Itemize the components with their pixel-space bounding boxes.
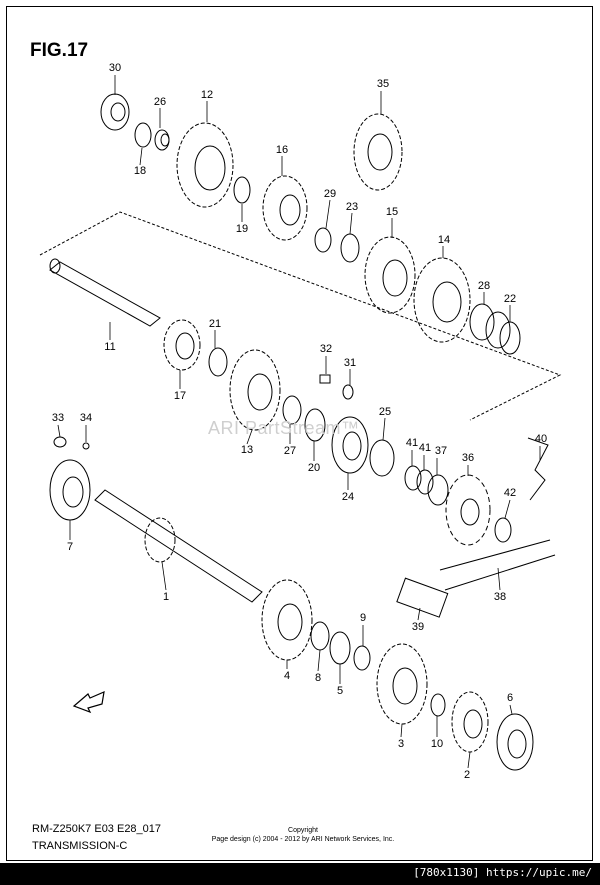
part-27-bushing [282, 395, 302, 425]
callout-16[interactable]: 16 [275, 144, 289, 156]
callout-17[interactable]: 17 [173, 390, 187, 402]
callout-41b[interactable]: 41 [418, 442, 432, 454]
callout-34[interactable]: 34 [79, 412, 93, 424]
callout-42[interactable]: 42 [503, 487, 517, 499]
callout-13[interactable]: 13 [240, 444, 254, 456]
part-15-gear [364, 236, 416, 314]
part-12-gear [176, 122, 234, 208]
part-11-shaft [49, 258, 161, 327]
part-28-bushing [469, 303, 511, 349]
callout-19[interactable]: 19 [235, 223, 249, 235]
part-31-washer [342, 384, 354, 400]
callout-36[interactable]: 36 [461, 452, 475, 464]
part-42-circlip [494, 517, 512, 543]
callout-14[interactable]: 14 [437, 234, 451, 246]
part-3-gear [376, 643, 428, 725]
part-25-seal [369, 439, 395, 477]
callout-20[interactable]: 20 [307, 462, 321, 474]
callout-1[interactable]: 1 [162, 591, 170, 603]
part-14-gear [413, 257, 471, 343]
part-40-guide [527, 437, 549, 501]
part-30-bearing [100, 93, 130, 131]
callout-15[interactable]: 15 [385, 206, 399, 218]
callout-6[interactable]: 6 [506, 692, 514, 704]
part-21-washer [208, 347, 228, 377]
callout-23[interactable]: 23 [345, 201, 359, 213]
callout-31[interactable]: 31 [343, 357, 357, 369]
part-5-washer [329, 631, 351, 665]
part-41-oring [404, 465, 434, 495]
callout-18[interactable]: 18 [133, 165, 147, 177]
callout-2[interactable]: 2 [463, 769, 471, 781]
watermark: ARI PartStream™ [208, 418, 360, 438]
part-37-spacer [427, 474, 449, 506]
part-35-gear [353, 113, 403, 191]
part-6-bearing [496, 713, 534, 771]
part-38-chain [439, 539, 556, 591]
part-19-washer [233, 176, 251, 204]
part-29-circlip [314, 227, 332, 253]
callout-29[interactable]: 29 [323, 188, 337, 200]
callout-26[interactable]: 26 [153, 96, 167, 108]
assembly-outline [39, 211, 562, 421]
callout-21[interactable]: 21 [208, 318, 222, 330]
part-8-bushing [310, 621, 330, 651]
part-4-gear [261, 579, 313, 661]
part-23-washer [340, 233, 360, 263]
callout-7[interactable]: 7 [66, 541, 74, 553]
part-1-shaft [94, 489, 263, 603]
part-9-circlip [353, 645, 371, 671]
part-2-gear [451, 691, 489, 753]
part-10-circlip [430, 693, 446, 717]
copyright-line2: Page design (c) 2004 - 2012 by ARI Netwo… [211, 836, 395, 843]
part-20-washer [304, 408, 326, 442]
callout-4[interactable]: 4 [283, 670, 291, 682]
figure-title: FIG.17 [30, 40, 89, 61]
part-18-washer [134, 122, 152, 148]
footer-bar [0, 863, 600, 885]
part-39-link [396, 577, 449, 618]
section-name: TRANSMISSION-C [32, 840, 128, 852]
callout-12[interactable]: 12 [200, 89, 214, 101]
callout-28[interactable]: 28 [477, 280, 491, 292]
callout-41a[interactable]: 41 [405, 437, 419, 449]
part-17-gear [163, 319, 201, 371]
callout-38[interactable]: 38 [493, 591, 507, 603]
callout-5[interactable]: 5 [336, 685, 344, 697]
callout-35[interactable]: 35 [376, 78, 390, 90]
part-7-bearing [49, 459, 91, 521]
part-36-sprocket [445, 474, 491, 546]
part-32-bolt [319, 374, 331, 384]
part-33-pin [53, 436, 67, 448]
diagram-frame [6, 6, 593, 861]
callout-10[interactable]: 10 [430, 738, 444, 750]
copyright-line1: Copyright [288, 827, 318, 834]
part-26-bushing [154, 129, 170, 151]
callout-3[interactable]: 3 [397, 738, 405, 750]
part-16-gear [262, 175, 308, 241]
callout-30[interactable]: 30 [108, 62, 122, 74]
image-size-link[interactable]: [780x1130] https://upic.me/ [413, 866, 592, 879]
callout-25[interactable]: 25 [378, 406, 392, 418]
callout-27[interactable]: 27 [283, 445, 297, 457]
fwd-arrow-icon [72, 691, 105, 714]
callout-37[interactable]: 37 [434, 445, 448, 457]
callout-11[interactable]: 11 [104, 341, 116, 353]
callout-8[interactable]: 8 [314, 672, 322, 684]
part-34-bolt [82, 442, 90, 450]
part-13-gear [229, 349, 281, 431]
callout-40[interactable]: 40 [534, 433, 548, 445]
callout-32[interactable]: 32 [319, 343, 333, 355]
part-24-bearing [331, 416, 369, 474]
callout-9[interactable]: 9 [359, 612, 367, 624]
callout-24[interactable]: 24 [341, 491, 355, 503]
copyright: Copyright Page design (c) 2004 - 2012 by… [203, 826, 403, 844]
callout-33[interactable]: 33 [51, 412, 65, 424]
callout-39[interactable]: 39 [411, 621, 425, 633]
model-code: RM-Z250K7 E03 E28_017 [32, 823, 162, 835]
callout-22[interactable]: 22 [503, 293, 517, 305]
leader-lines [57, 75, 541, 769]
